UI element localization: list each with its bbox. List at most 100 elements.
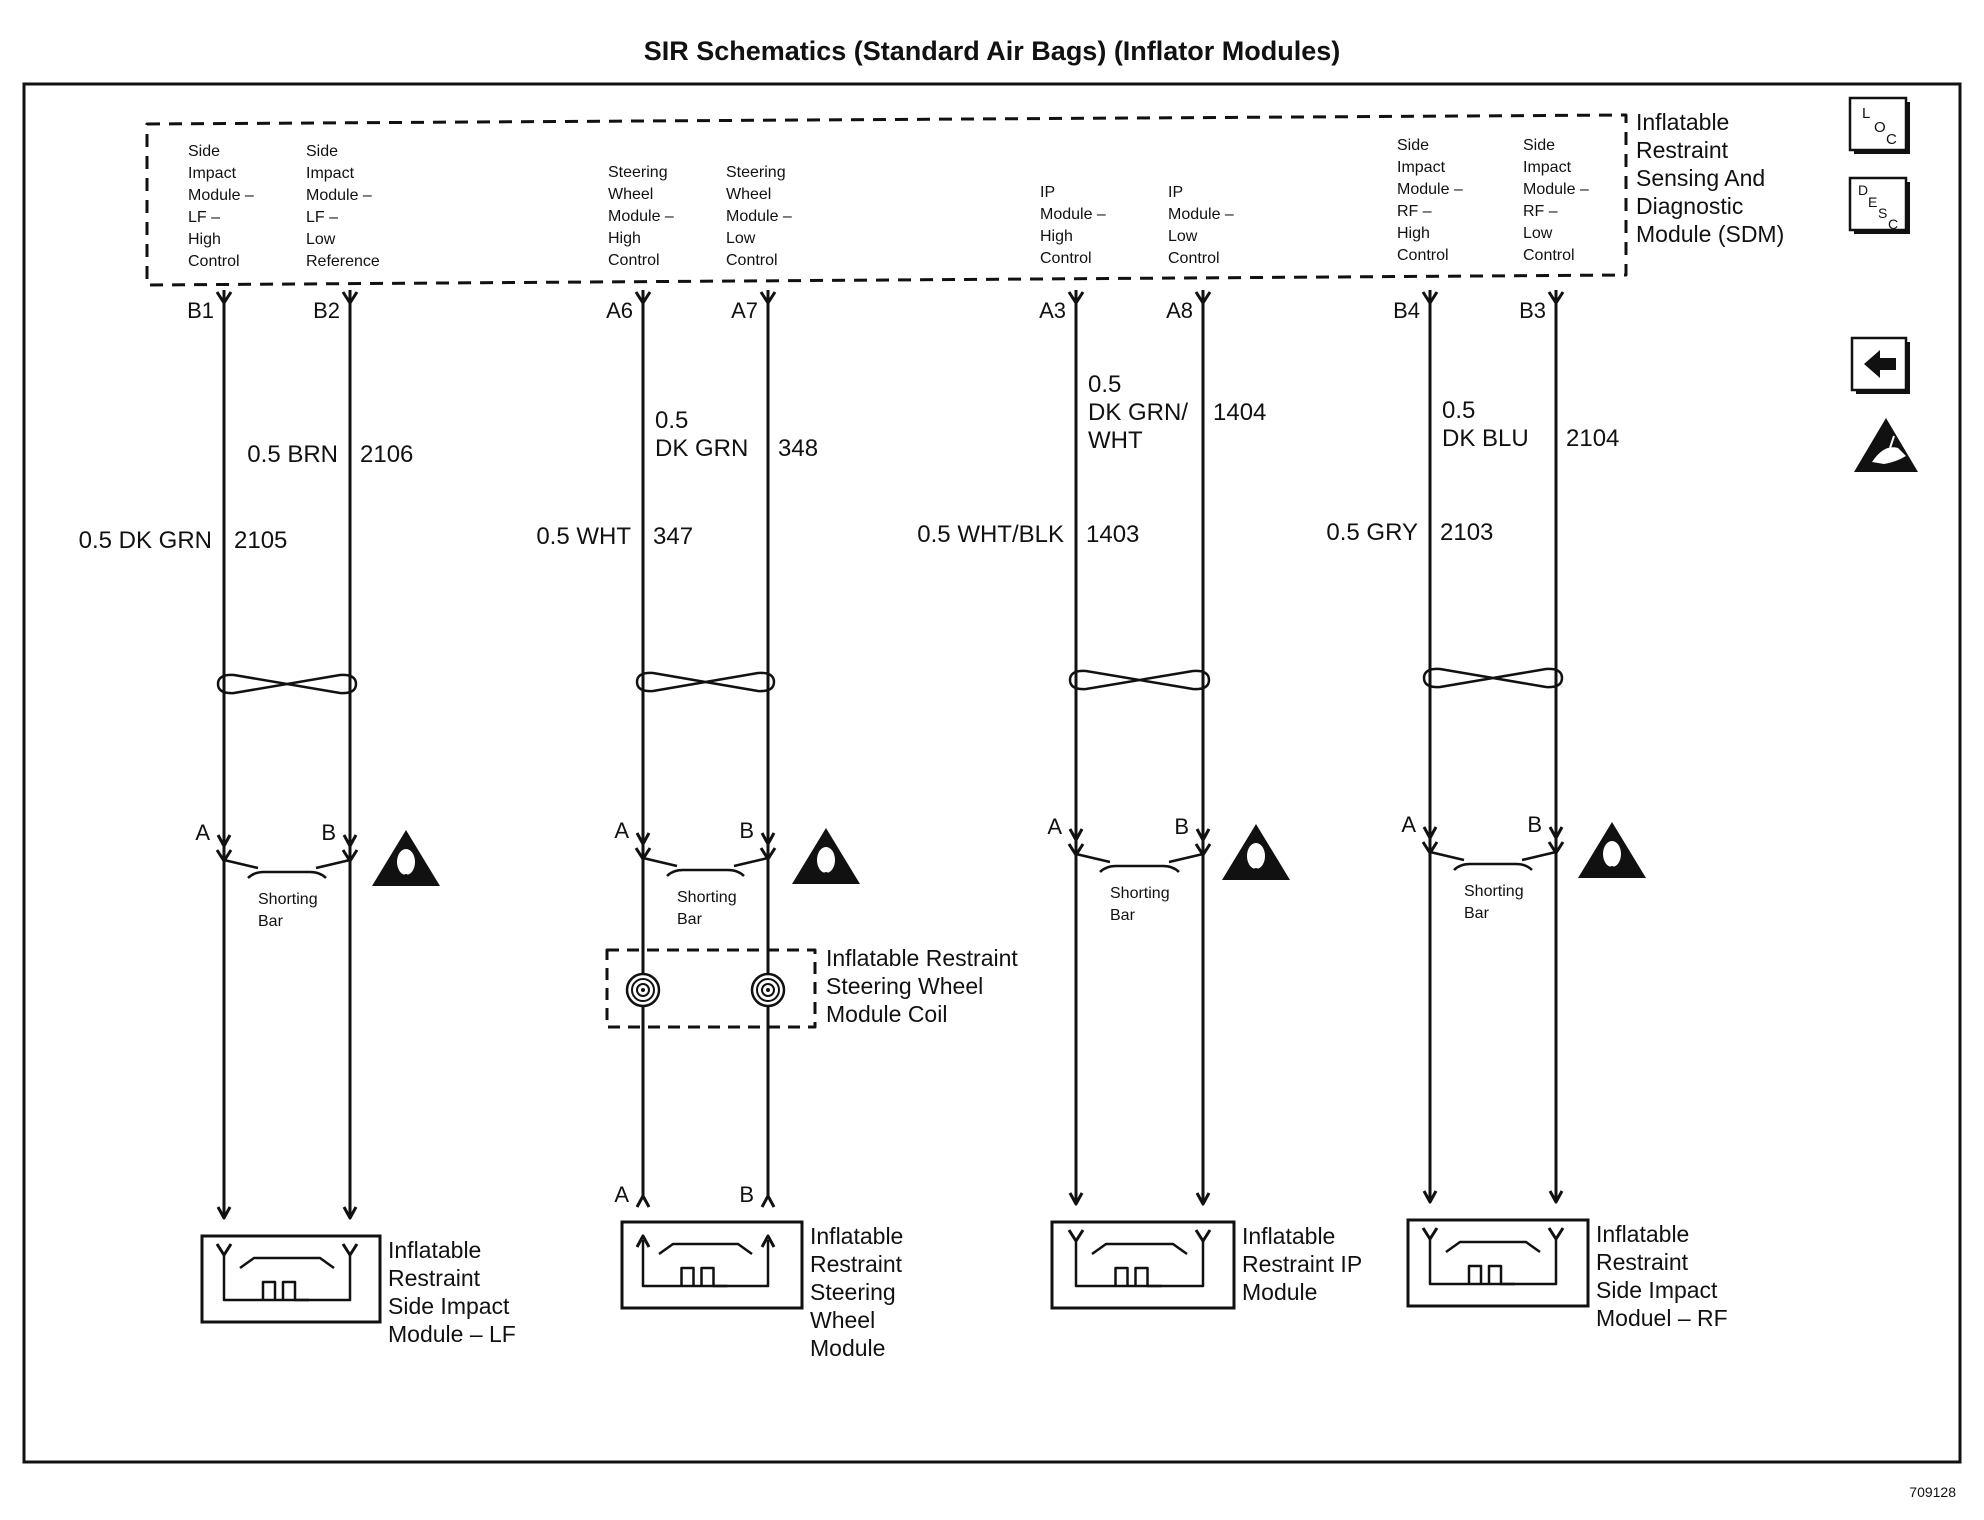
connector-terminal-label: B: [739, 818, 754, 843]
connector-terminal: [1195, 828, 1211, 842]
wire-color-label: DK GRN: [655, 435, 748, 462]
sdm-pin-desc: Side: [1397, 137, 1429, 154]
wire-circuit-label: 2106: [360, 441, 413, 468]
shorting-bar: [1453, 862, 1533, 871]
sdm-pin-desc: Low: [1523, 225, 1553, 242]
module-internal-circuit: [1428, 1238, 1558, 1286]
sdm-pin-desc: Reference: [306, 253, 380, 270]
twisted-pair-marker: [1422, 667, 1564, 689]
wire-color-label: 0.5: [1088, 371, 1121, 398]
sdm-pin-desc: LF –: [306, 209, 338, 226]
connector-terminal: [1548, 826, 1564, 840]
shorting-bar-label: Bar: [258, 913, 284, 930]
sdm-pin-label: A3: [1039, 298, 1066, 323]
sdm-pin-label: A7: [731, 298, 758, 323]
module-terminal-label: B: [739, 1182, 754, 1207]
sdm-dashed-box: [145, 113, 1628, 287]
desc-letter: C: [1888, 216, 1898, 232]
connector-terminal-label: B: [1174, 814, 1189, 839]
module-name-line: Side Impact: [1596, 1277, 1718, 1303]
sdm-pin-label: B4: [1393, 298, 1420, 323]
wire-circuit-label: 1403: [1086, 521, 1139, 548]
warning-dot: [1253, 868, 1259, 874]
connector-terminal: [1422, 826, 1438, 840]
esd-hand: [1872, 447, 1906, 464]
connector-terminal: [216, 834, 232, 848]
back-arrow-icon[interactable]: [1850, 336, 1910, 394]
wire-color-label: WHT: [1088, 427, 1143, 454]
sdm-pin-desc: Control: [1397, 247, 1449, 264]
sdm-name-line: Diagnostic: [1636, 193, 1743, 219]
warning-icon: [1222, 824, 1290, 880]
inflator-module-box: [200, 1234, 382, 1324]
connector-terminal: [342, 834, 358, 848]
sdm-name-line: Sensing And: [1636, 165, 1765, 191]
module-name-line: Restraint: [1596, 1249, 1689, 1275]
shorting-bar-label: Shorting: [677, 889, 737, 906]
sdm-pin-desc: Module –: [608, 208, 674, 225]
module-internal-bar: [239, 1256, 335, 1270]
page-title: SIR Schematics (Standard Air Bags) (Infl…: [644, 36, 1341, 66]
shorting-bar-label: Bar: [1464, 905, 1490, 922]
sdm-pin-label: B3: [1519, 298, 1546, 323]
sdm-pin-desc: High: [1397, 225, 1430, 242]
sdm-pin-desc: Impact: [1523, 159, 1572, 176]
warning-icon: [792, 828, 860, 884]
warning-dot: [403, 874, 409, 880]
sdm-pin-desc: High: [188, 231, 221, 248]
wire-color-label: 0.5: [1442, 397, 1475, 424]
module-terminal-arrow: [1068, 1192, 1084, 1206]
desc-letter: D: [1858, 182, 1868, 198]
module-terminal-arrow: [760, 1194, 776, 1208]
module-name-line: Module: [1242, 1279, 1317, 1305]
wire-color-label: DK GRN/: [1088, 399, 1188, 426]
module-terminal-arrow: [635, 1194, 651, 1208]
figure-number: 709128: [1909, 1484, 1956, 1500]
inflator-module-box: [1406, 1218, 1590, 1308]
module-name-line: Restraint: [810, 1251, 903, 1277]
sdm-pin-desc: Module –: [188, 187, 254, 204]
esd-warning-icon[interactable]: [1854, 418, 1918, 472]
wire-circuit-label: 347: [653, 523, 693, 550]
sdm-pin-desc: Control: [1168, 250, 1220, 267]
module-name-line: Restraint IP: [1242, 1251, 1362, 1277]
sdm-pin-desc: Module –: [1168, 206, 1234, 223]
connector-terminal-label: A: [195, 820, 210, 845]
module-terminal-arrow: [1195, 1192, 1211, 1206]
shorting-bar-label: Bar: [1110, 907, 1136, 924]
module-internal-terminal: [341, 1243, 359, 1257]
warning-drop: [1247, 843, 1265, 869]
wire-color-label: 0.5 WHT/BLK: [917, 521, 1064, 548]
module-internal-terminal: [1194, 1229, 1212, 1243]
desc-letter: S: [1878, 205, 1887, 221]
wire-color-label: 0.5: [655, 407, 688, 434]
loc-letter: O: [1874, 119, 1886, 136]
sdm-name-line: Inflatable: [1636, 109, 1729, 135]
module-internal-terminal: [1421, 1227, 1439, 1241]
sdm-pin-desc: Steering: [608, 164, 668, 181]
coil-spiral-icon: [756, 978, 780, 1002]
module-internal-bar: [1445, 1240, 1541, 1254]
wire-circuit-label: 2103: [1440, 519, 1493, 546]
shorting-bar-contact: [223, 858, 351, 870]
sdm-pin-desc: Low: [726, 230, 756, 247]
sdm-pin-label: A6: [606, 298, 633, 323]
loc-letter: C: [1886, 131, 1897, 148]
module-internal-terminal: [1067, 1229, 1085, 1243]
shorting-bar-contact: [1075, 852, 1204, 864]
connector-terminal: [760, 832, 776, 846]
location-icon[interactable]: LOC: [1848, 96, 1910, 154]
shorting-bar-label: Shorting: [258, 891, 318, 908]
module-internal-terminal: [1547, 1227, 1565, 1241]
wire-color-label: 0.5 GRY: [1326, 519, 1418, 546]
sdm-pin-desc: Wheel: [726, 186, 771, 203]
back-arrow-glyph: [1864, 350, 1896, 378]
icon-frame: [1848, 176, 1908, 232]
module-internal-circuit: [641, 1240, 770, 1288]
connector-terminal-label: A: [1047, 814, 1062, 839]
module-name-line: Wheel: [810, 1307, 875, 1333]
sdm-pin-desc: RF –: [1523, 203, 1558, 220]
sdm-pin-desc: Impact: [306, 165, 355, 182]
sdm-pin-desc: IP: [1168, 184, 1183, 201]
